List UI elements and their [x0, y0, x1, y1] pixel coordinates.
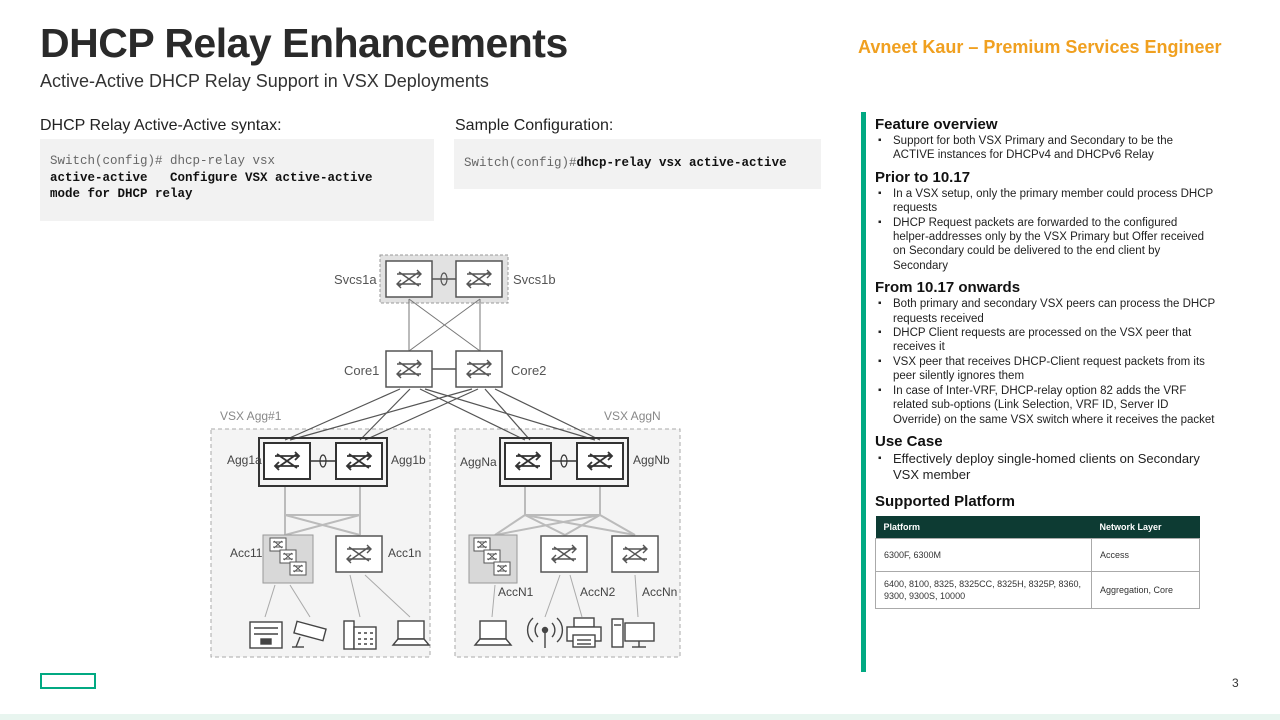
- heading-feature-overview: Feature overview: [875, 116, 998, 133]
- switch-svcs1a: [385, 260, 433, 298]
- label-aggna: AggNa: [460, 455, 497, 469]
- switch-svcs1b: [455, 260, 503, 298]
- printer-icon: [566, 617, 602, 648]
- page-title: DHCP Relay Enhancements: [40, 20, 568, 66]
- table-header-row: Platform Network Layer: [875, 515, 1200, 539]
- sample-command: dhcp-relay vsx active-active: [576, 156, 787, 170]
- label-core2: Core2: [511, 363, 546, 378]
- bottom-strip: [0, 714, 1280, 720]
- switch-accn2: [540, 535, 588, 573]
- list-item: Both primary and secondary VSX peers can…: [875, 297, 1215, 326]
- switch-accnn: [611, 535, 659, 573]
- switch-core2: [455, 350, 503, 388]
- label-acc1n: Acc1n: [388, 546, 421, 560]
- platform-table: Platform Network Layer 6300F, 6300M Acce…: [875, 515, 1200, 609]
- table-cell: 6400, 8100, 8325, 8325CC, 8325H, 8325P, …: [875, 570, 1092, 609]
- table-row: 6300F, 6300M Access: [875, 537, 1200, 572]
- switch-aggna: [504, 442, 552, 480]
- heading-use-case: Use Case: [875, 432, 943, 450]
- syntax-line-3: mode for DHCP relay: [50, 187, 193, 201]
- page-number: 3: [1232, 676, 1239, 690]
- table-cell: Access: [1091, 537, 1200, 572]
- info-panel: Feature overview Support for both VSX Pr…: [875, 112, 1215, 609]
- label-core1: Core1: [344, 363, 379, 378]
- switch-stack-accn1: [468, 534, 518, 584]
- group-label-vsx-agg1: VSX Agg#1: [220, 409, 282, 423]
- syntax-code-block: Switch(config)# dhcp-relay vsx active-ac…: [40, 139, 434, 221]
- syntax-line-1: Switch(config)# dhcp-relay vsx: [50, 154, 276, 168]
- sample-code-block: Switch(config)#dhcp-relay vsx active-act…: [454, 139, 821, 189]
- label-svcs1a: Svcs1a: [334, 272, 377, 287]
- label-agg1b: Agg1b: [391, 453, 426, 467]
- switch-acc1n: [335, 535, 383, 573]
- label-accn2: AccN2: [580, 585, 616, 599]
- column-header-platform: Platform: [875, 515, 1092, 539]
- label-accn1: AccN1: [498, 585, 534, 599]
- table-cell: 6300F, 6300M: [875, 537, 1092, 572]
- list-item: In a VSX setup, only the primary member …: [875, 187, 1215, 216]
- list-item: In case of Inter-VRF, DHCP-relay option …: [875, 384, 1215, 427]
- table-cell: Aggregation, Core: [1091, 570, 1200, 609]
- group-label-vsx-aggn: VSX AggN: [604, 409, 661, 423]
- syntax-label: DHCP Relay Active-Active syntax:: [40, 117, 282, 134]
- list-item: Support for both VSX Primary and Seconda…: [875, 134, 1215, 163]
- sample-config-label: Sample Configuration:: [455, 117, 614, 134]
- heading-supported-platform: Supported Platform: [875, 492, 1016, 510]
- company-logo: [40, 673, 96, 689]
- list-item: Effectively deploy single-homed clients …: [875, 451, 1215, 483]
- network-topology-diagram: VSX Agg#1 VSX AggN: [210, 254, 681, 658]
- label-acc11: Acc11: [230, 546, 263, 560]
- wireless-ap-icon: [526, 617, 564, 648]
- heading-prior: Prior to 10.17: [875, 168, 971, 186]
- list-item: DHCP Request packets are forwarded to th…: [875, 216, 1215, 274]
- prior-list: In a VSX setup, only the primary member …: [875, 187, 1215, 273]
- page-subtitle: Active-Active DHCP Relay Support in VSX …: [40, 71, 489, 91]
- camera-icon: [292, 620, 327, 648]
- feature-overview-list: Support for both VSX Primary and Seconda…: [875, 134, 1215, 163]
- sample-prompt: Switch(config)#: [464, 156, 577, 170]
- switch-aggnb: [576, 442, 624, 480]
- use-case-list: Effectively deploy single-homed clients …: [875, 451, 1215, 483]
- laptop-icon-2: [473, 620, 513, 646]
- table-row: 6400, 8100, 8325, 8325CC, 8325H, 8325P, …: [875, 570, 1200, 609]
- switch-agg1a: [263, 442, 311, 480]
- desktop-icon: [611, 618, 655, 648]
- switch-core1: [385, 350, 433, 388]
- column-header-network-layer: Network Layer: [1091, 515, 1200, 539]
- from-list: Both primary and secondary VSX peers can…: [875, 297, 1215, 427]
- list-item: DHCP Client requests are processed on th…: [875, 326, 1215, 355]
- laptop-icon: [391, 620, 431, 646]
- syntax-line-2: active-active Configure VSX active-activ…: [50, 170, 373, 185]
- label-accnn: AccNn: [642, 585, 677, 599]
- label-svcs1b: Svcs1b: [513, 272, 556, 287]
- panel-accent-bar: [861, 112, 866, 672]
- heading-from: From 10.17 onwards: [875, 279, 1021, 297]
- atm-icon: [249, 621, 283, 649]
- label-aggnb: AggNb: [633, 453, 670, 467]
- label-agg1a: Agg1a: [227, 453, 262, 467]
- author-name: Avneet Kaur – Premium Services Engineer: [858, 37, 1222, 57]
- switch-stack-acc11: [262, 534, 314, 584]
- switch-agg1b: [335, 442, 383, 480]
- phone-icon: [343, 620, 377, 650]
- list-item: VSX peer that receives DHCP-Client reque…: [875, 355, 1215, 384]
